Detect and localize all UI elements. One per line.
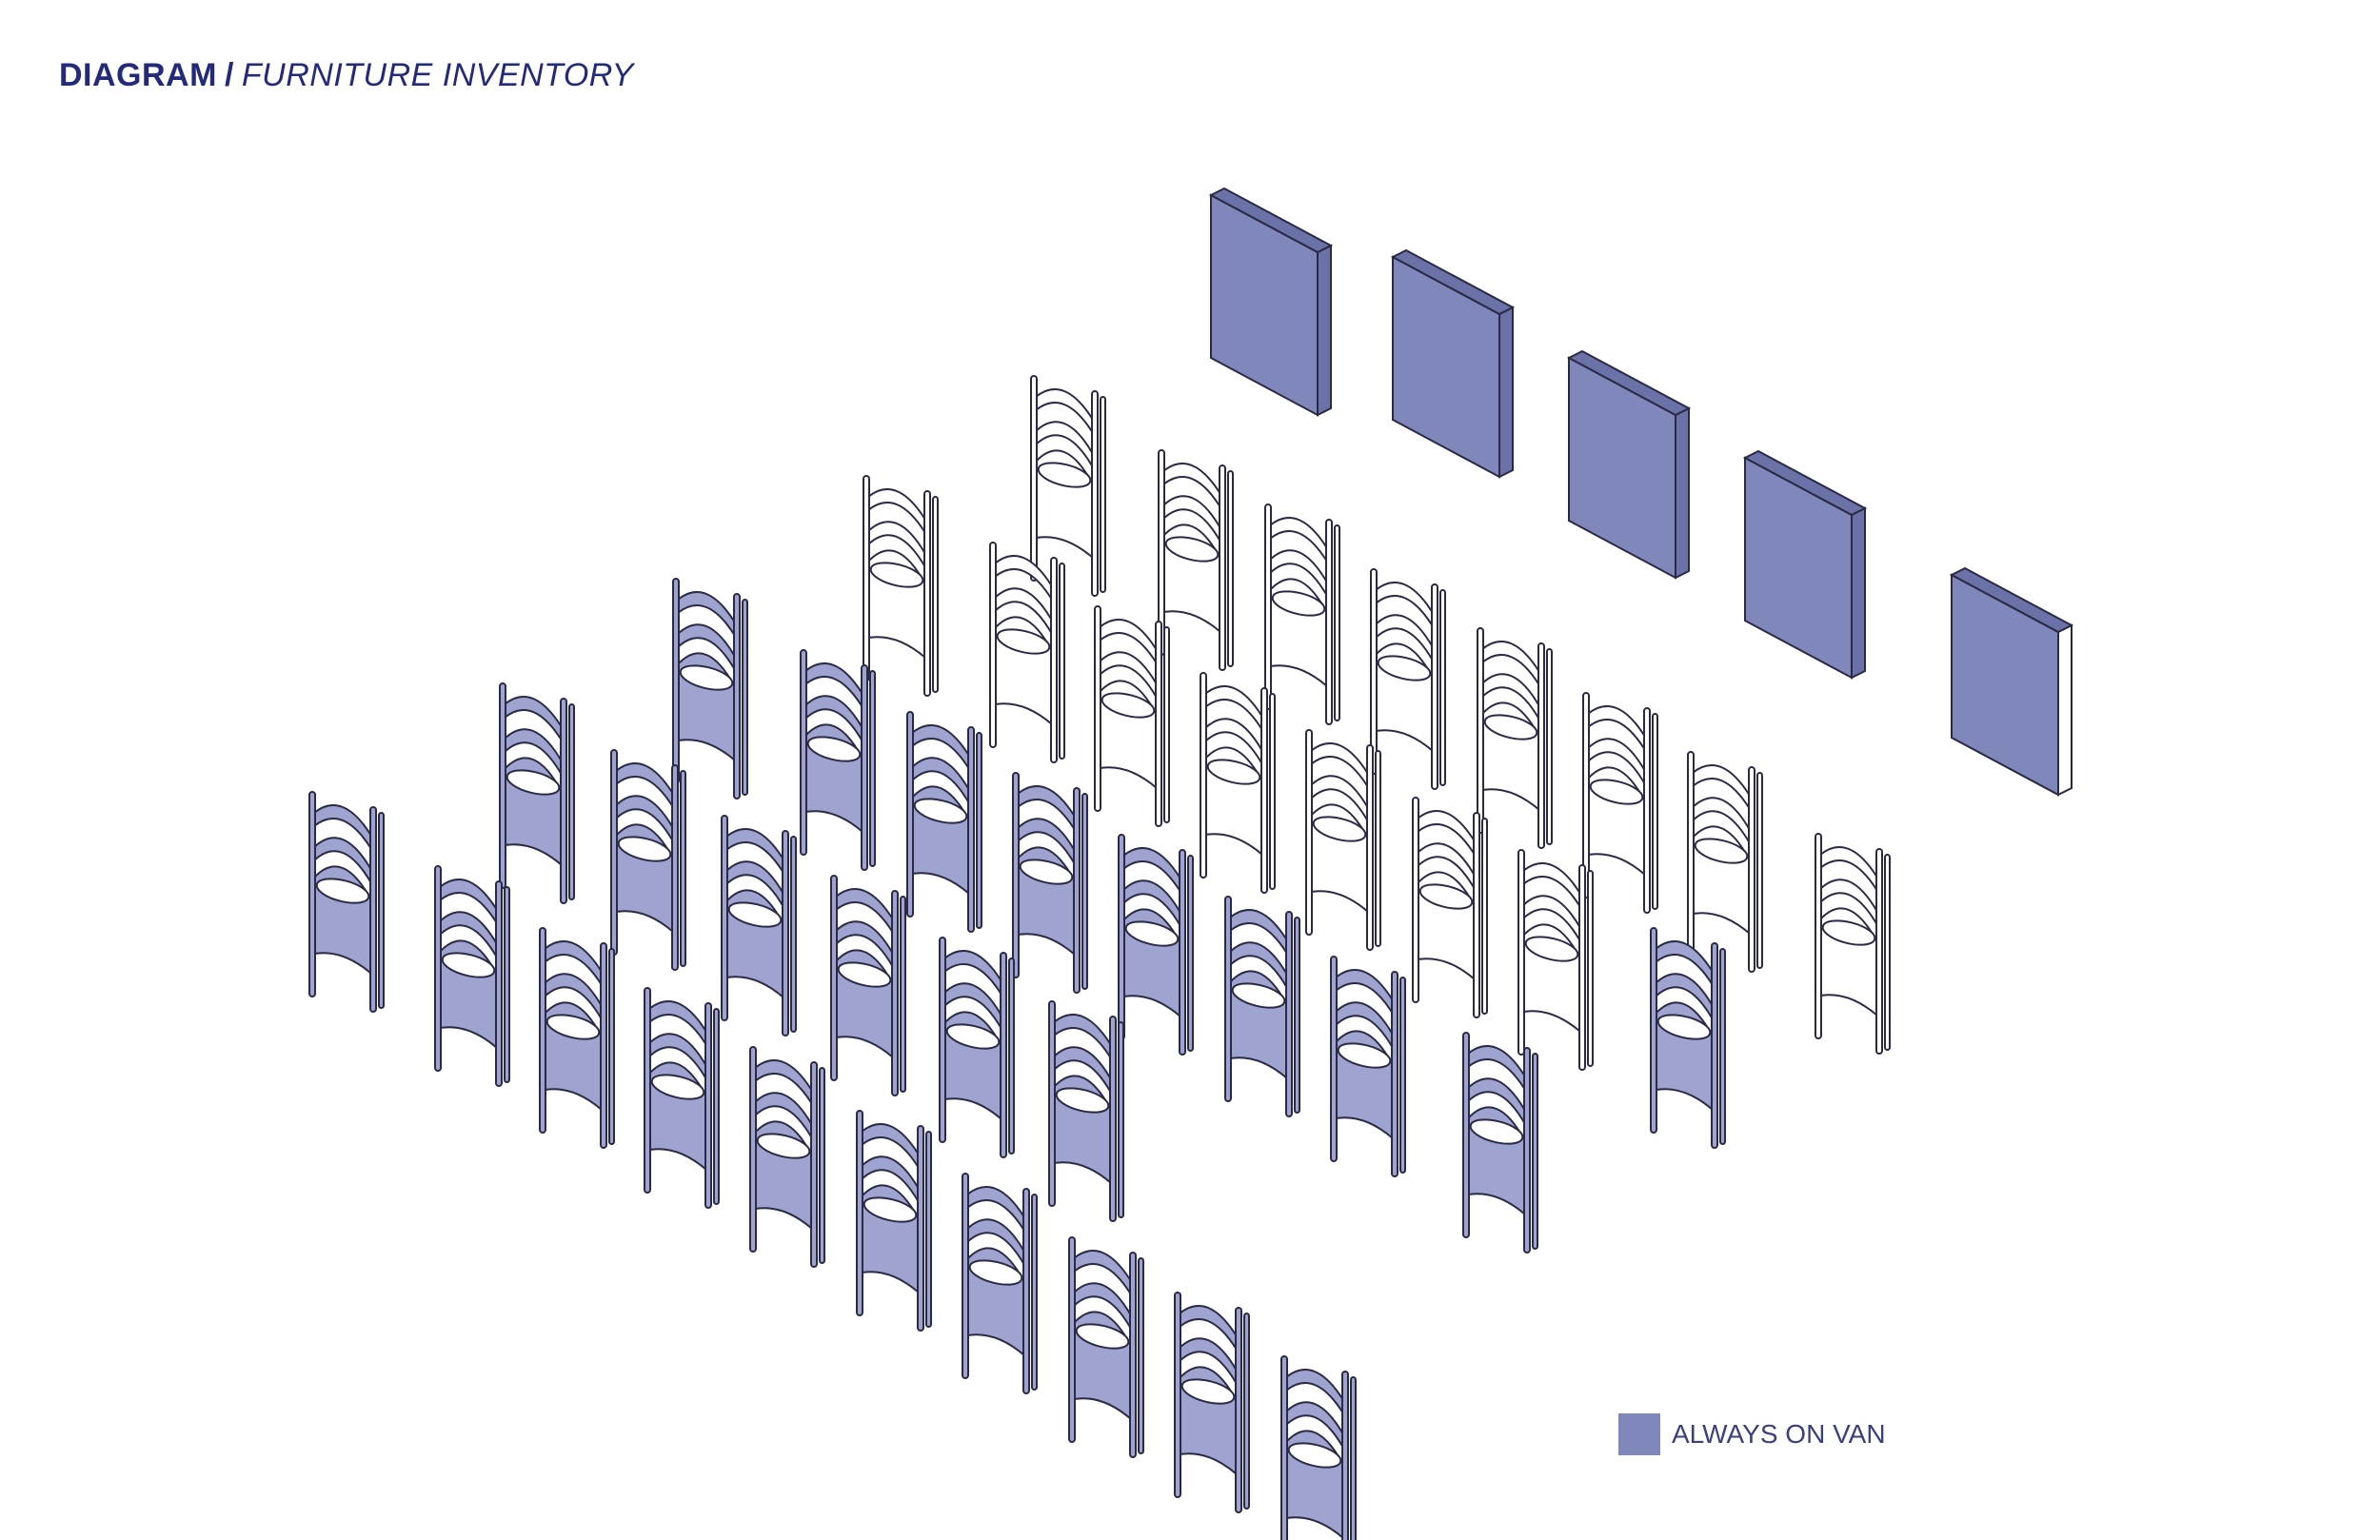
chair (989, 542, 1065, 763)
chair (1517, 849, 1594, 1071)
chair (863, 475, 939, 697)
chair-group (308, 375, 1891, 1540)
chair-on-van (800, 649, 876, 871)
chair (1412, 797, 1488, 1018)
chair-on-van (1224, 896, 1300, 1117)
legend-label: ALWAYS ON VAN (1672, 1419, 1886, 1449)
panel (1566, 349, 1692, 580)
panel-group (1208, 187, 2074, 797)
chair (1582, 692, 1658, 914)
diagram-subtitle: FURNITURE INVENTORY (241, 57, 634, 93)
panel (1390, 248, 1516, 479)
chair-on-van (308, 791, 385, 1013)
diagram-title: DIAGRAM (59, 57, 217, 93)
chair-on-van (1068, 1236, 1144, 1458)
chair-on-van (610, 749, 686, 971)
chair-on-van (1012, 772, 1088, 994)
chair-on-van (1174, 1292, 1250, 1513)
chair-on-van (539, 927, 615, 1149)
chair (1370, 568, 1446, 790)
chair (1158, 449, 1234, 671)
chair-on-van (749, 1046, 825, 1268)
legend-swatch (1618, 1413, 1660, 1455)
chair-on-van (906, 711, 982, 933)
chair (1094, 605, 1170, 827)
chair-on-van (1048, 1000, 1124, 1222)
page-title: DIAGRAM/FURNITURE INVENTORY (59, 57, 634, 94)
chair-on-van (499, 682, 575, 904)
chair (1477, 627, 1553, 849)
chair-on-van (1118, 834, 1194, 1056)
chair-on-van (939, 937, 1015, 1158)
panel (1949, 566, 2074, 797)
chair-on-van (672, 578, 748, 800)
chair (1200, 672, 1276, 894)
chair (1305, 729, 1381, 951)
chair-on-van (962, 1173, 1038, 1394)
chair (1687, 751, 1763, 973)
chair (1030, 375, 1106, 597)
chair (1815, 833, 1891, 1055)
chair (1264, 503, 1340, 725)
chair-on-van (1330, 956, 1406, 1177)
chair-on-van (434, 865, 510, 1087)
chair-on-van (856, 1110, 932, 1332)
chair-on-van (1650, 927, 1726, 1149)
legend: ALWAYS ON VAN (1618, 1413, 1886, 1455)
panel (1208, 187, 1334, 417)
title-separator: / (224, 57, 234, 93)
chair-on-van (1280, 1355, 1357, 1540)
chair-on-van (1462, 1032, 1538, 1254)
chair-on-van (830, 875, 906, 1096)
panel (1742, 449, 1868, 680)
chair-on-van (721, 815, 797, 1037)
chair-on-van (644, 987, 720, 1209)
